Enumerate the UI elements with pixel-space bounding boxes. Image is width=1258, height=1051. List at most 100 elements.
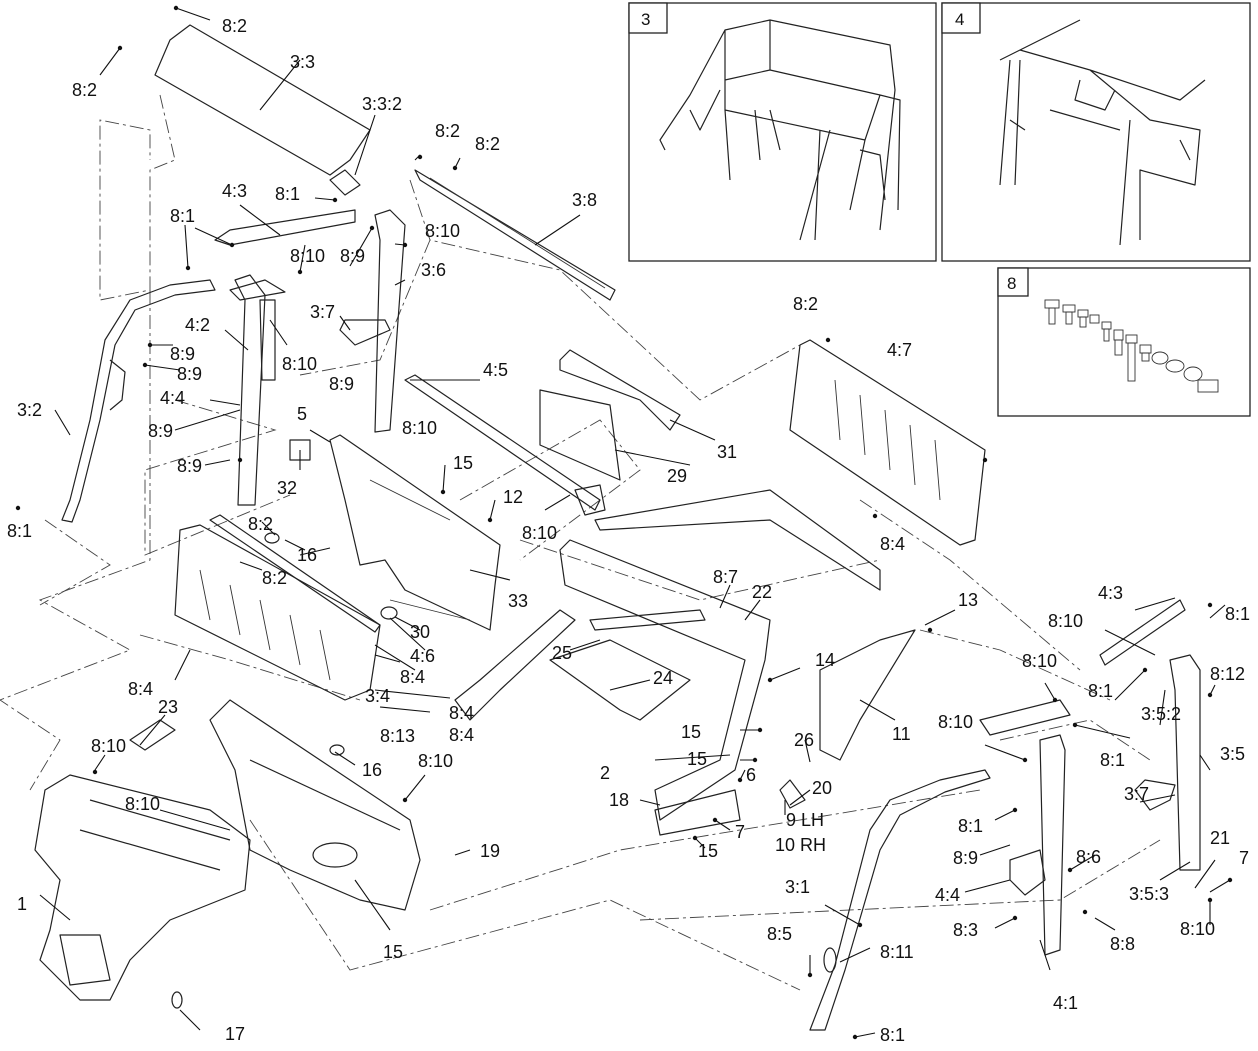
callout-label: 3:7 bbox=[1124, 784, 1149, 804]
cross-tube-4-5 bbox=[404, 374, 606, 516]
callout-label: 4:4 bbox=[160, 388, 185, 408]
callout-label: 8:10 bbox=[1022, 651, 1057, 671]
callout-label: 8:1 bbox=[880, 1025, 905, 1045]
callout-label: 8:7 bbox=[713, 567, 738, 587]
callout-label: 7 bbox=[735, 822, 745, 842]
callout-label: 8:9 bbox=[148, 421, 173, 441]
callout-label: 8:8 bbox=[1110, 934, 1135, 954]
callout-label: 21 bbox=[1210, 828, 1230, 848]
callout-label: 8:4 bbox=[128, 679, 153, 699]
callout-label: 15 bbox=[453, 453, 473, 473]
leader-lines bbox=[39, 7, 1231, 1038]
roll-bar-left-3-2 bbox=[61, 279, 216, 523]
assembly-lines bbox=[0, 94, 1161, 991]
callout-label: 14 bbox=[815, 650, 835, 670]
rear-panel-4-7 bbox=[789, 339, 986, 546]
callout-label: 8:9 bbox=[340, 246, 365, 266]
callout-label: 16 bbox=[297, 545, 317, 565]
inset-box-3: 3 bbox=[628, 2, 937, 262]
callout-label: 32 bbox=[277, 478, 297, 498]
callout-label: 8:10 bbox=[1180, 919, 1215, 939]
rear-hitch-frame-1 bbox=[34, 699, 421, 1001]
callout-label: 3:5 bbox=[1220, 744, 1245, 764]
rear-rail-3-8 bbox=[414, 169, 616, 301]
callout-label: 8:2 bbox=[262, 568, 287, 588]
callout-label: 10 RH bbox=[775, 835, 826, 855]
callout-label: 8:10 bbox=[91, 736, 126, 756]
callout-label: 8:2 bbox=[72, 80, 97, 100]
callout-label: 8:9 bbox=[329, 374, 354, 394]
callout-label: 8:2 bbox=[475, 134, 500, 154]
fastener-dots bbox=[15, 5, 1233, 1040]
callout-label: 19 bbox=[480, 841, 500, 861]
callout-label: 26 bbox=[794, 730, 814, 750]
callout-label: 11 bbox=[892, 724, 911, 744]
callout-label: 4:5 bbox=[483, 360, 508, 380]
callout-label: 16 bbox=[362, 760, 382, 780]
inset-box-4: 4 bbox=[941, 2, 1251, 262]
callout-label: 8:6 bbox=[1076, 847, 1101, 867]
callout-label: 4:1 bbox=[1053, 993, 1078, 1013]
callout-label: 3:1 bbox=[785, 877, 810, 897]
callout-label: 8:10 bbox=[938, 712, 973, 732]
callout-label: 8:10 bbox=[425, 221, 460, 241]
callout-label: 8:9 bbox=[177, 456, 202, 476]
callout-label: 4:3 bbox=[1098, 583, 1123, 603]
callout-labels: 8:2 8:2 3:3 3:3:2 8:2 8:2 3:8 4:3 8:1 8:… bbox=[7, 16, 1250, 1045]
roll-bar-upright-4-1 bbox=[979, 699, 1071, 956]
callout-label: 4:4 bbox=[935, 885, 960, 905]
svg-text:4: 4 bbox=[955, 10, 964, 29]
callout-label: 8:1 bbox=[1100, 750, 1125, 770]
callout-label: 22 bbox=[752, 582, 772, 602]
callout-label: 8:9 bbox=[170, 344, 195, 364]
callout-label: 3:8 bbox=[572, 190, 597, 210]
callout-label: 23 bbox=[158, 697, 178, 717]
callout-label: 8:11 bbox=[880, 942, 914, 962]
callout-label: 33 bbox=[508, 591, 528, 611]
callout-label: 8:1 bbox=[958, 816, 983, 836]
callout-label: 1 bbox=[17, 894, 27, 914]
callout-label: 3:3 bbox=[290, 52, 315, 72]
fender-11 bbox=[819, 629, 916, 761]
callout-label: 8:1 bbox=[1225, 604, 1250, 624]
cross-tube-4-3 bbox=[214, 209, 356, 301]
callout-label: 8:2 bbox=[435, 121, 460, 141]
callout-label: 15 bbox=[687, 749, 707, 769]
callout-label: 3:6 bbox=[421, 260, 446, 280]
callout-label: 6 bbox=[746, 765, 756, 785]
callout-label: 15 bbox=[698, 841, 718, 861]
callout-label: 12 bbox=[503, 487, 523, 507]
callout-label: 8:5 bbox=[767, 924, 792, 944]
callout-label: 8:2 bbox=[222, 16, 247, 36]
callout-label: 4:2 bbox=[185, 315, 210, 335]
callout-label: 3:5:3 bbox=[1129, 884, 1169, 904]
callout-label: 8:13 bbox=[380, 726, 415, 746]
callout-label: 3:7 bbox=[310, 302, 335, 322]
callout-label: 3:3:2 bbox=[362, 94, 402, 114]
callout-label: 8:10 bbox=[290, 246, 325, 266]
main-frame-2 bbox=[454, 489, 881, 821]
callout-label: 8:1 bbox=[170, 206, 195, 226]
callout-label: 3:4 bbox=[365, 686, 390, 706]
bulkhead-5 bbox=[329, 434, 501, 631]
callout-label: 20 bbox=[812, 778, 832, 798]
callout-label: 18 bbox=[609, 790, 629, 810]
callout-label: 8:12 bbox=[1210, 664, 1245, 684]
callout-label: 8:10 bbox=[1048, 611, 1083, 631]
roof-panel-3-3 bbox=[154, 24, 371, 196]
callout-label: 8:10 bbox=[402, 418, 437, 438]
callout-label: 8:1 bbox=[7, 521, 32, 541]
roll-bar-upright-4-2 bbox=[234, 274, 276, 506]
small-parts bbox=[129, 439, 806, 1009]
roll-bar-upright-3-6 bbox=[339, 209, 406, 433]
callout-label: 8:2 bbox=[793, 294, 818, 314]
roll-bar-3-1 bbox=[809, 769, 991, 1031]
callout-label: 4:6 bbox=[410, 646, 435, 666]
callout-label: 13 bbox=[958, 590, 978, 610]
roll-bar-upright-3-5 bbox=[1099, 599, 1201, 871]
callout-label: 9 LH bbox=[786, 810, 824, 830]
callout-label: 31 bbox=[717, 442, 737, 462]
svg-text:3: 3 bbox=[641, 10, 650, 29]
callout-label: 2 bbox=[600, 763, 610, 783]
